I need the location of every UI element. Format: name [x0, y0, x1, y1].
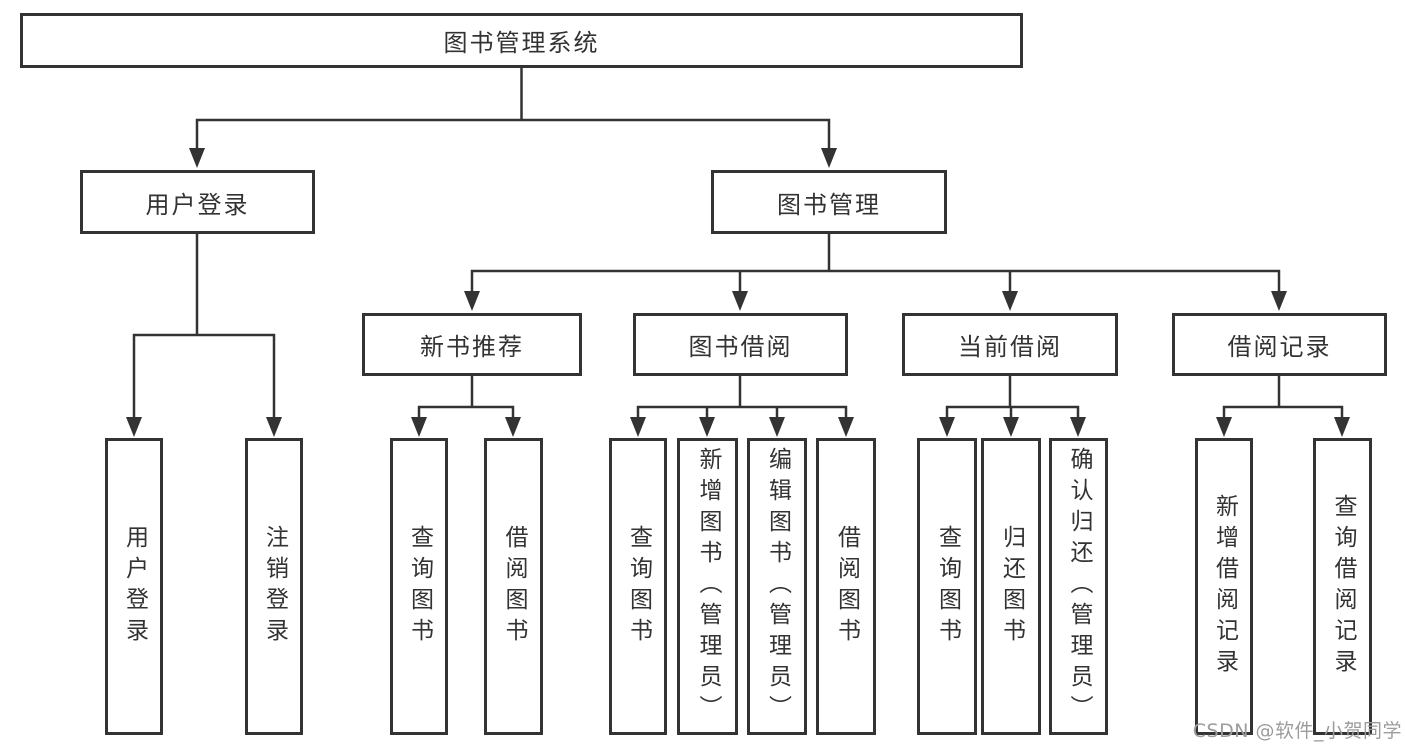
leaf-query-borrow-record: 查询借阅记录: [1313, 438, 1372, 735]
leaf-query-books-3: 查询图书: [917, 438, 977, 735]
leaf-query-books-2: 查询图书: [609, 438, 667, 735]
node-borrowing-records: 借阅记录: [1172, 313, 1387, 376]
node-new-book-recommend: 新书推荐: [362, 313, 582, 376]
node-book-management: 图书管理: [711, 170, 947, 234]
leaf-borrow-books-1: 借阅图书: [484, 438, 543, 735]
leaf-edit-book-admin: 编辑图书（管理员）: [747, 438, 807, 735]
leaf-logout: 注销登录: [245, 438, 303, 735]
node-book-borrowing: 图书借阅: [633, 313, 848, 376]
node-user-login: 用户登录: [80, 170, 315, 234]
leaf-add-book-admin: 新增图书（管理员）: [677, 438, 738, 735]
node-root: 图书管理系统: [20, 13, 1023, 68]
arrowheads: [126, 148, 1350, 437]
leaf-confirm-return-admin: 确认归还（管理员）: [1049, 438, 1108, 735]
leaf-return-books: 归还图书: [981, 438, 1041, 735]
leaf-add-borrow-record: 新增借阅记录: [1195, 438, 1253, 735]
leaf-user-login: 用户登录: [105, 438, 163, 735]
leaf-borrow-books-2: 借阅图书: [816, 438, 876, 735]
connector-lines: [132, 68, 1344, 419]
node-current-borrowing: 当前借阅: [902, 313, 1118, 376]
leaf-query-books-1: 查询图书: [390, 438, 448, 735]
watermark-text: CSDN @软件_小贺同学: [1192, 720, 1402, 742]
